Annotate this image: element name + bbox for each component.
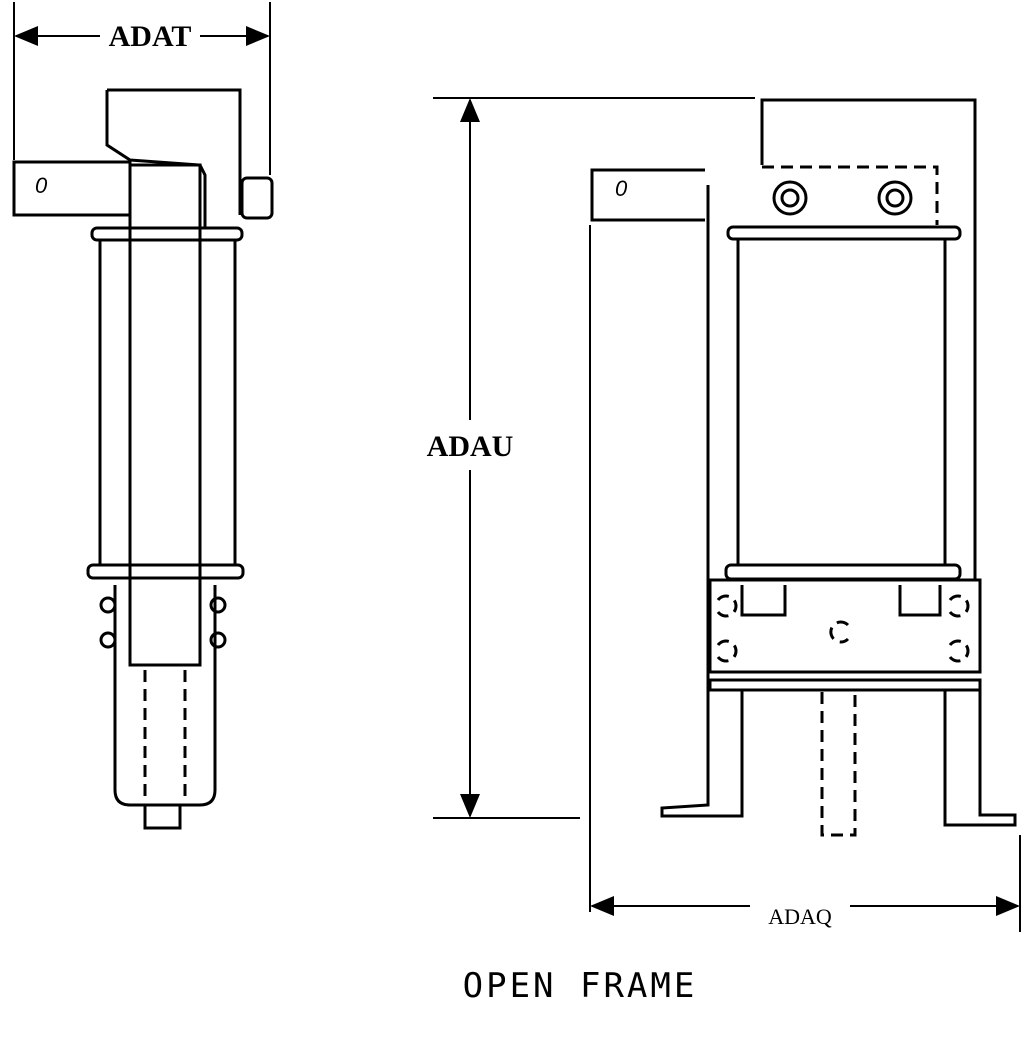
right-leg	[943, 690, 1017, 827]
front-view: ADAU 0 ADAQ	[427, 97, 1021, 932]
bracket-marking: 0	[35, 173, 48, 198]
shaft	[820, 692, 857, 837]
dimension-label-adau: ADAU	[427, 430, 514, 463]
top-frame	[760, 98, 977, 580]
side-view: ADAT 0	[12, 2, 274, 830]
bottom-stub	[143, 803, 182, 830]
upper-flange	[90, 226, 244, 242]
dimension-adau: ADAU	[427, 97, 755, 819]
knob	[240, 176, 274, 220]
front-upper-flange	[726, 225, 962, 241]
front-lower-flange	[724, 563, 962, 581]
base-block	[708, 578, 982, 674]
left-leg	[660, 185, 744, 818]
front-bracket-marking: 0	[615, 176, 628, 201]
caption: OPEN FRAME	[463, 966, 698, 1006]
front-bracket	[590, 168, 705, 222]
head-block	[105, 88, 242, 228]
dimension-adat: ADAT	[13, 2, 271, 175]
hidden-plate	[762, 165, 939, 225]
mounting-bracket	[12, 160, 132, 217]
dimension-adaq: ADAQ	[589, 225, 1021, 932]
dimension-label-adaq: ADAQ	[768, 904, 832, 929]
dimension-label-adat: ADAT	[109, 20, 192, 53]
lower-flange	[86, 563, 245, 580]
